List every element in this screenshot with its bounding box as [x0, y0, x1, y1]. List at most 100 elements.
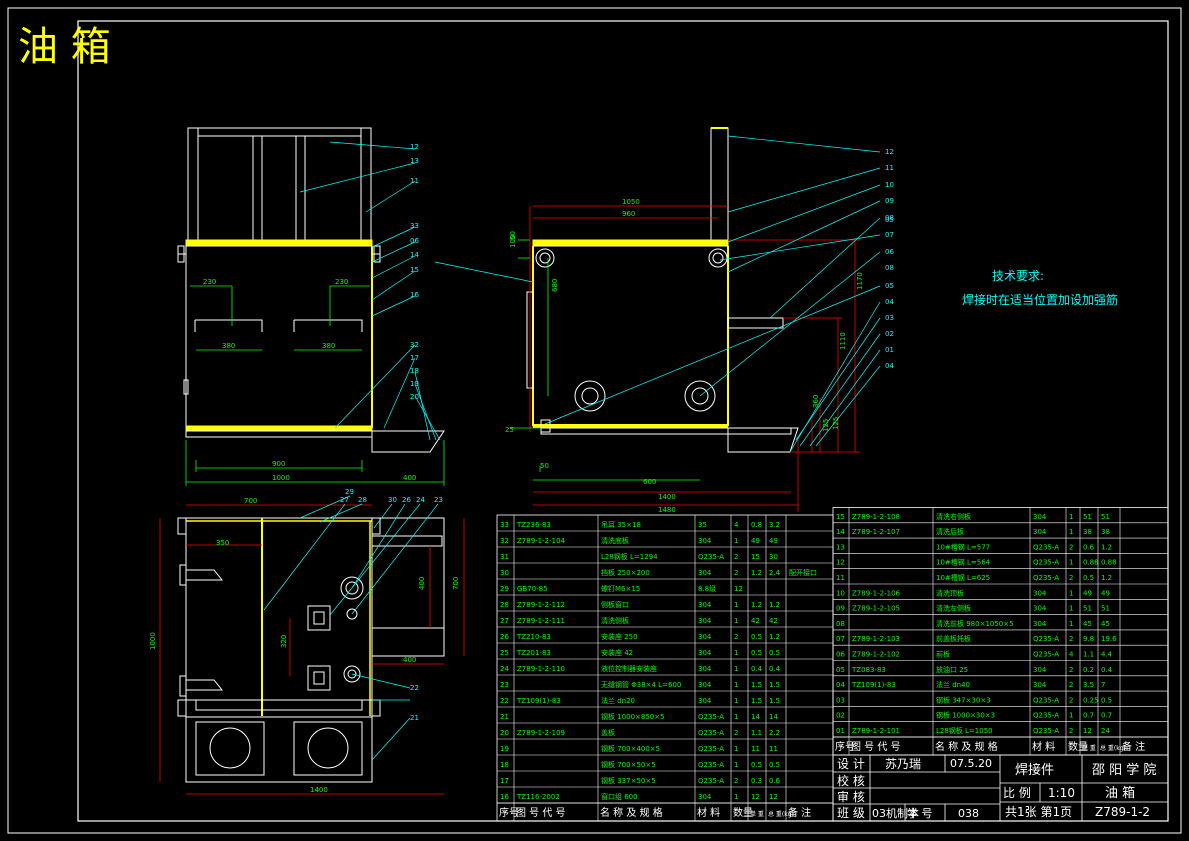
bom-left-cell: 挡板 250×200	[601, 568, 650, 577]
bom-right-cell: 4.4	[1101, 651, 1113, 659]
front-view	[177, 127, 445, 486]
plan-dim-0: 700	[244, 497, 257, 505]
bom-right-cell: TZ083-83	[851, 666, 886, 674]
part-name: 油 箱	[1105, 785, 1135, 801]
bom-left-cell: 25	[500, 649, 509, 657]
sheet-count: 共1张 第1页	[1005, 805, 1072, 819]
bom-right-cell: 9.8	[1083, 635, 1094, 643]
bom-left-cell: TZ236-83	[516, 521, 551, 529]
bom-left-cell: 16	[500, 793, 509, 801]
front-dim-3: 380	[322, 342, 335, 350]
bom-left-cell: 30	[769, 553, 778, 561]
side-dim-13: 125	[822, 419, 830, 432]
drawing-number: Z789-1-2	[1095, 805, 1150, 819]
front-balloon-5: 14	[410, 251, 419, 259]
bom-right-cell: 0.5	[1083, 574, 1094, 582]
drawing-title: 油 箱	[18, 24, 111, 70]
bom-right-cell: 2	[1069, 681, 1073, 689]
bom-left-cell: 1.5	[751, 681, 762, 689]
bom-right-cell: 51	[1101, 605, 1110, 613]
bom-left-cell: 304	[698, 649, 712, 657]
bom-right-header-1: 图 号 代 号	[851, 741, 901, 753]
side-dim-8: 360	[812, 395, 820, 408]
front-balloon-7: 16	[410, 291, 419, 299]
side-dim-9: 600	[643, 478, 656, 486]
bom-right-cell: Q235-A	[1033, 635, 1059, 643]
bom-left-cell: 0.5	[751, 761, 762, 769]
side-balloon-2: 10	[885, 181, 894, 189]
side-balloon-5: 07	[885, 231, 894, 239]
bom-right-cell: 0.6	[1083, 543, 1095, 551]
bom-left-cell: 42	[751, 617, 760, 625]
bom-left-header-5: 单 重	[750, 810, 764, 818]
bom-left-cell: 0.5	[751, 649, 762, 657]
bom-left-header-6: 总 重(kg)	[768, 810, 794, 818]
bom-right-header-6: 总 重(kg)	[1100, 744, 1126, 752]
school-name: 邵 阳 学 院	[1092, 762, 1156, 778]
bom-right-cell: 7	[1101, 681, 1105, 689]
title-block	[832, 754, 1169, 822]
side-dim-1: 960	[622, 210, 635, 218]
bom-right-cell: 0.88	[1083, 559, 1099, 567]
side-dim-10: 1400	[658, 493, 676, 501]
bom-left-cell: 1.5	[769, 697, 780, 705]
bom-right-cell: 24	[1101, 727, 1110, 735]
bom-left-cell: 35	[698, 521, 707, 529]
bom-left-cell: L28钢板 L=1294	[601, 552, 658, 561]
bom-left-cell: 14	[751, 713, 760, 721]
bom-left-cell: 4	[734, 521, 739, 529]
bom-right-cell: 12	[1083, 727, 1092, 735]
bom-right-cell: 10	[836, 589, 845, 597]
bom-left-cell: 1	[734, 761, 738, 769]
bom-right-cell: 清洗后板	[936, 527, 964, 536]
bom-left-cell: 1.2	[769, 633, 780, 641]
bom-right-cell: 12	[836, 559, 845, 567]
bom-left-cell: GB70-85	[517, 585, 548, 593]
bom-left-cell: 28	[500, 601, 509, 609]
bom-left-header-0: 序号	[499, 806, 519, 819]
bom-left-cell: Q235-A	[698, 761, 724, 769]
bom-right-cell: 2	[1069, 696, 1073, 704]
bom-left-cell: 1	[734, 713, 738, 721]
front-dim-4: 900	[272, 460, 285, 468]
front-balloon-9: 17	[410, 354, 419, 362]
design-label: 设 计	[837, 757, 865, 771]
bom-left-cell: 14	[769, 713, 778, 721]
side-balloon-7: 05	[885, 282, 894, 290]
bom-left-cell: 29	[500, 585, 509, 593]
bom-left-cell: 1	[734, 665, 738, 673]
side-balloon-11: 01	[885, 346, 894, 354]
bom-left-cell: 304	[698, 681, 712, 689]
bom-left-cell: 1.2	[769, 601, 780, 609]
side-balloon-14: 08	[885, 264, 894, 272]
bom-left-cell: 安装座 42	[601, 648, 633, 657]
bom-left-cell: 22	[500, 697, 509, 705]
side-balloon-9: 03	[885, 314, 894, 322]
bom-right-cell: Z789-1-2-107	[852, 528, 900, 536]
review-label: 审 核	[837, 789, 865, 804]
bom-right-cell: L28钢板 L=1050	[936, 726, 993, 735]
bom-right-header-4: 数量	[1068, 740, 1088, 753]
bom-left-cell: Z789-1-2-104	[517, 537, 566, 545]
side-dim-3: 680	[551, 279, 559, 292]
bom-right-cell: 2	[1069, 727, 1073, 735]
bom-left-cell: 2	[734, 569, 738, 577]
bom-left-cell: 1	[734, 793, 738, 801]
bom-right-cell: 1	[1069, 712, 1073, 720]
side-balloon-10: 02	[885, 330, 894, 338]
bom-left-cell: 2	[734, 777, 738, 785]
bom-left-cell: 12	[769, 793, 778, 801]
bom-left-cell: 1.2	[751, 601, 762, 609]
bom-right-header-7: 备 注	[1122, 740, 1145, 753]
bom-right-cell: Z789-1-2-102	[852, 651, 900, 659]
plan-balloon-6: 23	[434, 496, 443, 504]
bom-right-header-3: 材 料	[1032, 740, 1055, 753]
bom-right-cell: 10#槽钢 L=577	[936, 542, 990, 551]
bom-left-cell: TZ109(1)-83	[516, 697, 561, 705]
side-dim-4: 1170	[856, 272, 864, 290]
bom-left-header-1: 图 号 代 号	[516, 807, 566, 819]
bom-right-cell: 钢板 347×30×3	[936, 695, 991, 704]
bom-left-header-2: 名 称 及 规 格	[600, 806, 663, 819]
bom-left-cell: 20	[500, 729, 509, 737]
bom-left-cell: Z789-1-2-112	[517, 601, 565, 609]
